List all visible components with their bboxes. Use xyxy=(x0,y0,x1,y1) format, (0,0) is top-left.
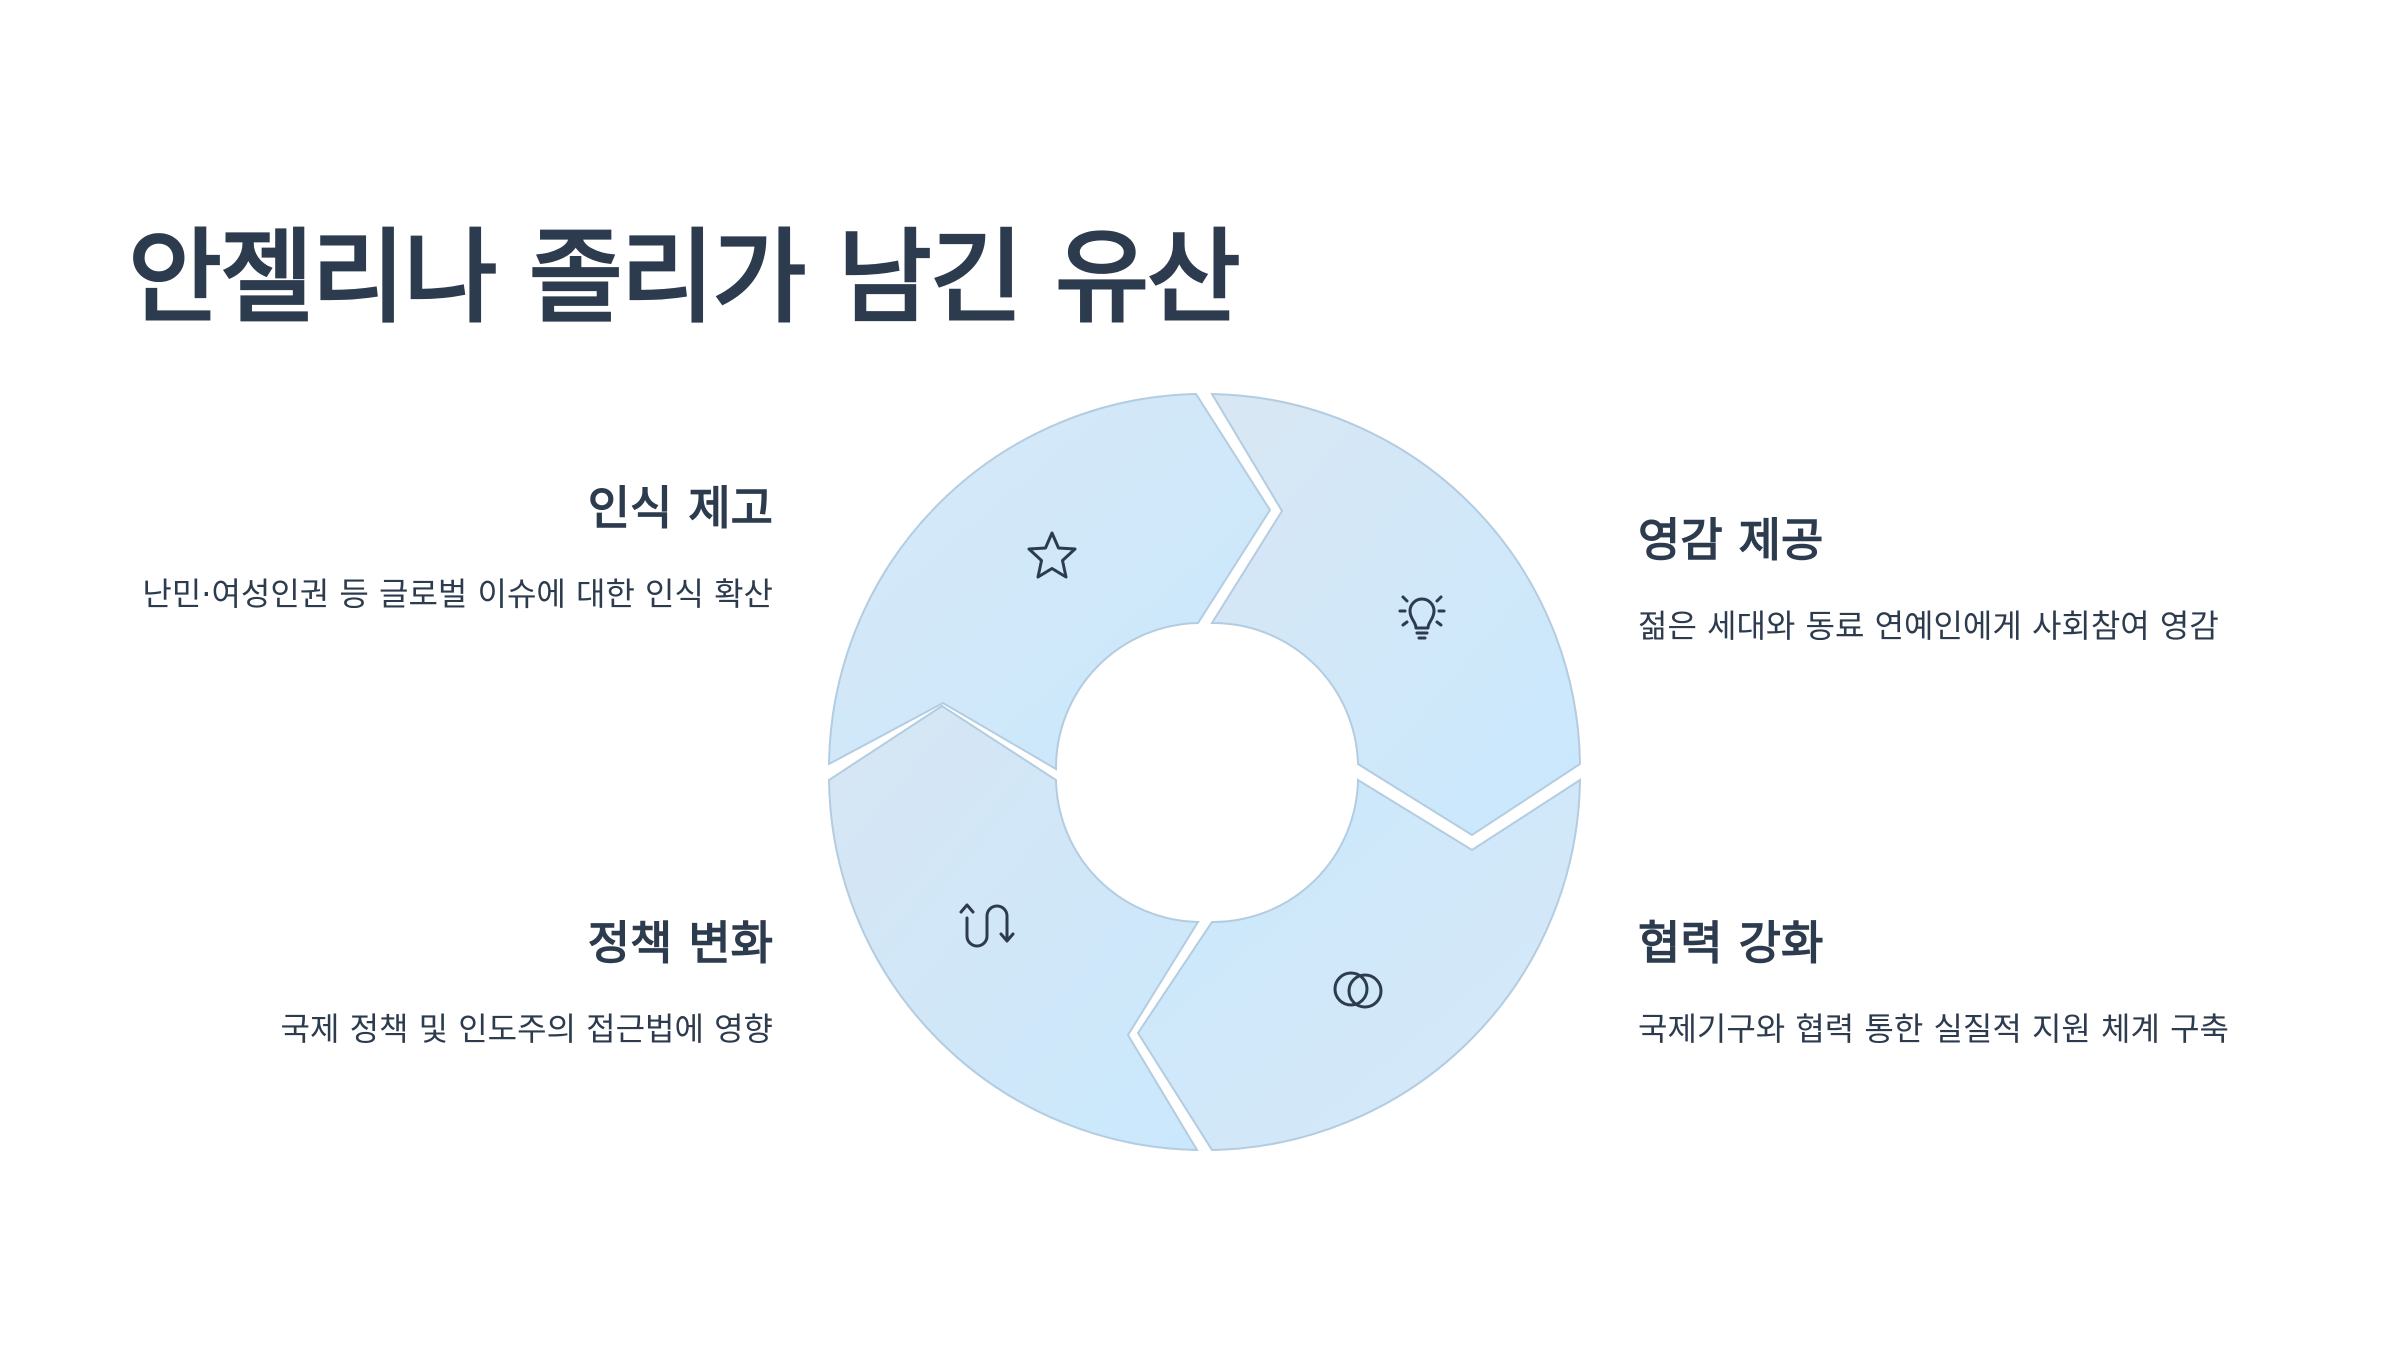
item-title-inspiration: 영감 제공 xyxy=(1638,513,1824,567)
item-description-inspiration: 젊은 세대와 동료 연예인에게 사회참여 영감 xyxy=(1638,606,2219,645)
route-arrows-icon xyxy=(959,903,1015,948)
cycle-segment-policy xyxy=(827,704,1200,1152)
item-title-cooperation: 협력 강화 xyxy=(1638,916,1824,970)
slide-title: 안젤리나 졸리가 남긴 유산 xyxy=(128,219,1241,338)
item-description-awareness: 난민·여성인권 등 글로벌 이슈에 대한 인식 확산 xyxy=(142,574,773,613)
item-title-policy: 정책 변화 xyxy=(587,916,773,970)
item-policy: 정책 변화 국제 정책 및 인도주의 접근법에 영향 xyxy=(93,915,773,1057)
cycle-segment-cooperation xyxy=(1136,778,1582,1152)
cycle-segment-awareness xyxy=(827,392,1272,771)
item-awareness: 인식 제고 난민·여성인권 등 글로벌 이슈에 대한 인식 확산 xyxy=(93,480,773,622)
cycle-segment-inspiration xyxy=(1210,392,1582,837)
lightbulb-icon xyxy=(1398,595,1446,640)
star-icon xyxy=(1027,531,1077,579)
item-inspiration: 영감 제공 젊은 세대와 동료 연예인에게 사회참여 영감 xyxy=(1638,512,2338,654)
item-cooperation: 협력 강화 국제기구와 협력 통한 실질적 지원 체계 구축 xyxy=(1638,915,2358,1057)
item-description-policy: 국제 정책 및 인도주의 접근법에 영향 xyxy=(280,1009,773,1048)
item-description-cooperation: 국제기구와 협력 통한 실질적 지원 체계 구축 xyxy=(1638,1009,2229,1048)
item-title-awareness: 인식 제고 xyxy=(587,481,773,535)
linked-circles-icon xyxy=(1333,971,1383,1009)
